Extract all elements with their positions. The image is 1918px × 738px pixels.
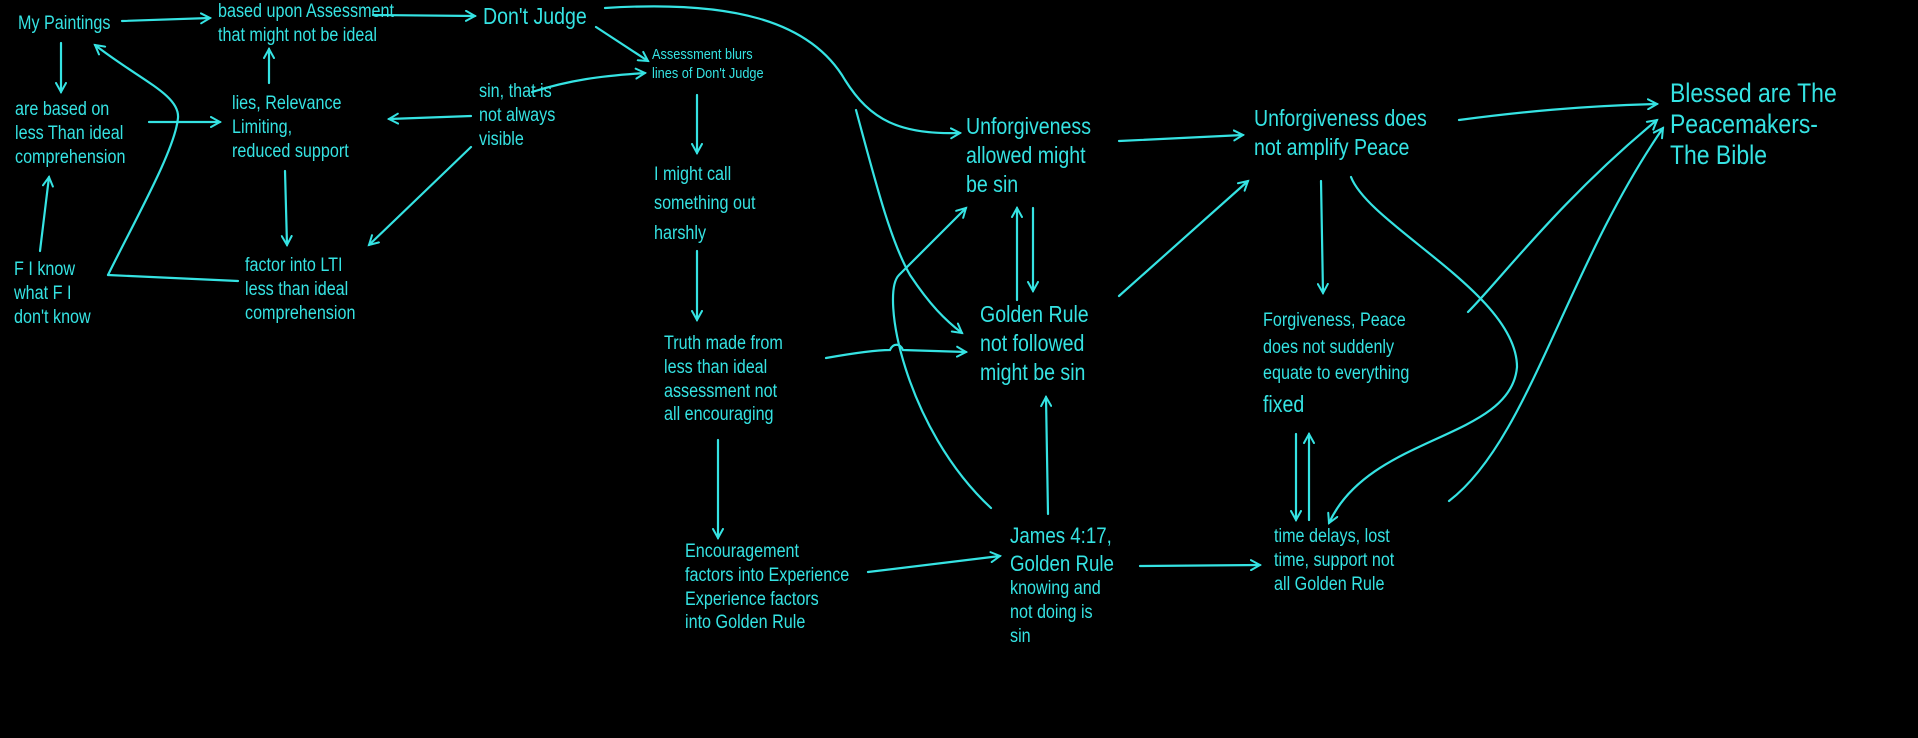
node-line: equate to everything <box>1263 363 1410 385</box>
node-lies-relevance: lies, Relevance Limiting, reduced suppor… <box>232 92 349 163</box>
node-line: comprehension <box>15 146 126 168</box>
node-unforgiveness-allowed: Unforgiveness allowed might be sin <box>966 112 1091 198</box>
node-line: are based on <box>15 99 110 120</box>
node-line: reduced support <box>232 140 349 162</box>
node-line: Limiting, <box>232 116 293 138</box>
node-line: allowed might <box>966 141 1086 168</box>
arrow-lies-to-factor <box>285 169 287 245</box>
arrow-dont-judge-to-unforgiveness-allowed <box>603 5 960 133</box>
node-line: James 4:17, <box>1010 523 1112 548</box>
arrow-dont-judge-to-blurs <box>594 25 648 61</box>
node-truth-made: Truth made from less than ideal assessme… <box>664 332 783 427</box>
node-encouragement: Encouragement factors into Experience Ex… <box>685 540 849 635</box>
node-i-might-call: I might call something out harshly <box>654 160 755 248</box>
node-line: what F I <box>14 282 72 304</box>
arrow-dont-judge-to-golden-rule <box>854 108 962 333</box>
arrow-encouragement-to-james <box>866 556 1000 574</box>
node-assessment-blurs: Assessment blurs lines of Don't Judge <box>652 46 764 84</box>
arrow-james-to-unforgiveness-allowed <box>892 208 993 510</box>
node-line: might be sin <box>980 358 1086 385</box>
node-line: less Than ideal <box>15 122 124 144</box>
line-fi-know-to-factor <box>106 273 240 283</box>
arrow-truth-to-golden-rule <box>824 343 966 360</box>
node-factor-into-lti: factor into LTI less than ideal comprehe… <box>245 254 355 325</box>
node-line: not always <box>479 104 556 126</box>
node-line: into Golden Rule <box>685 612 806 634</box>
node-line: Blessed are The <box>1670 78 1837 108</box>
node-line: Peacemakers- <box>1670 109 1818 140</box>
node-line: all Golden Rule <box>1274 573 1385 595</box>
node-my-paintings: My Paintings <box>18 12 110 36</box>
node-line: Golden Rule <box>980 301 1089 327</box>
node-line: lines of Don't Judge <box>652 64 764 82</box>
node-line: Unforgiveness <box>966 113 1091 139</box>
arrow-unforgiveness-allowed-to-does <box>1117 135 1243 143</box>
node-line: Experience factors <box>685 588 819 610</box>
node-line: less than ideal <box>664 356 768 378</box>
node-fi-know: F I know what F I don't know <box>14 258 91 329</box>
node-line: Unforgiveness does <box>1254 105 1427 131</box>
node-unforgiveness-does: Unforgiveness does not amplify Peace <box>1254 104 1427 162</box>
node-line: Encouragement <box>685 541 800 562</box>
node-line: something out <box>654 193 756 215</box>
node-line: The Bible <box>1670 140 1767 171</box>
node-sin-not-visible: sin, that is not always visible <box>479 80 555 151</box>
node-line: be sin <box>966 170 1019 197</box>
node-line: Don't Judge <box>483 3 587 29</box>
node-line: Assessment blurs <box>652 46 753 63</box>
node-line: time delays, lost <box>1274 526 1390 547</box>
node-line: sin, that is <box>479 81 552 102</box>
node-line: visible <box>479 128 524 150</box>
node-time-delays: time delays, lost time, support not all … <box>1274 525 1394 596</box>
node-forgiveness-peace: Forgiveness, Peace does not suddenly equ… <box>1263 308 1409 420</box>
node-line: not doing is <box>1010 601 1093 623</box>
node-line: factor into LTI <box>245 255 343 276</box>
node-line: comprehension <box>245 302 356 324</box>
node-blessed-peacemakers: Blessed are The Peacemakers- The Bible <box>1670 78 1837 171</box>
node-line: Truth made from <box>664 333 783 354</box>
node-line: lies, Relevance <box>232 93 342 114</box>
arrow-sin-to-factor <box>369 145 473 245</box>
node-line: that might not be ideal <box>218 24 377 46</box>
node-golden-rule-not-followed: Golden Rule not followed might be sin <box>980 300 1089 386</box>
node-line: not followed <box>980 329 1085 356</box>
arrow-assessment-to-dont-judge <box>371 15 475 16</box>
arrow-unforgiveness-does-to-blessed <box>1457 104 1657 122</box>
arrow-unforgiveness-does-to-time <box>1329 175 1519 523</box>
node-line: all encouraging <box>664 404 774 426</box>
arrow-fi-know-to-based-on <box>38 177 49 253</box>
node-line: I might call <box>654 164 732 185</box>
node-line: less than ideal <box>245 278 349 300</box>
arrow-sin-to-lies <box>389 116 473 119</box>
node-line: based upon Assessment <box>218 1 394 22</box>
node-line: knowing and <box>1010 578 1101 599</box>
arrow-unforgiveness-does-to-forgiveness <box>1321 179 1323 293</box>
node-line: does not suddenly <box>1263 336 1395 358</box>
node-based-upon-assessment: based upon Assessment that might not be … <box>218 0 394 48</box>
arrow-james-to-golden-rule <box>1046 397 1048 516</box>
arrow-sin-to-blurs <box>530 73 645 94</box>
arrow-james-to-time-delays <box>1138 565 1260 566</box>
node-line: fixed <box>1263 390 1305 417</box>
node-line: F I know <box>14 259 76 280</box>
node-line: Golden Rule <box>1010 550 1114 576</box>
node-line: don't know <box>14 306 91 328</box>
node-line: not amplify Peace <box>1254 133 1410 160</box>
node-are-based-on: are based on less Than ideal comprehensi… <box>15 98 125 169</box>
arrow-golden-rule-to-unforgiveness-does <box>1117 181 1248 298</box>
arrow-time-to-blessed <box>1447 128 1663 503</box>
node-line: sin <box>1010 625 1031 647</box>
arrow-paintings-to-assessment <box>120 18 210 21</box>
node-line: Forgiveness, Peace <box>1263 310 1406 331</box>
node-dont-judge: Don't Judge <box>483 2 587 31</box>
node-line: factors into Experience <box>685 564 850 586</box>
node-line: harshly <box>654 222 707 244</box>
node-line: assessment not <box>664 380 778 402</box>
node-line: time, support not <box>1274 549 1395 571</box>
arrow-forgiveness-to-blessed <box>1466 120 1657 314</box>
node-james-417: James 4:17, Golden Rule knowing and not … <box>1010 522 1114 648</box>
node-line: My Paintings <box>18 13 111 34</box>
arrow-fi-know-to-paintings <box>95 45 180 277</box>
